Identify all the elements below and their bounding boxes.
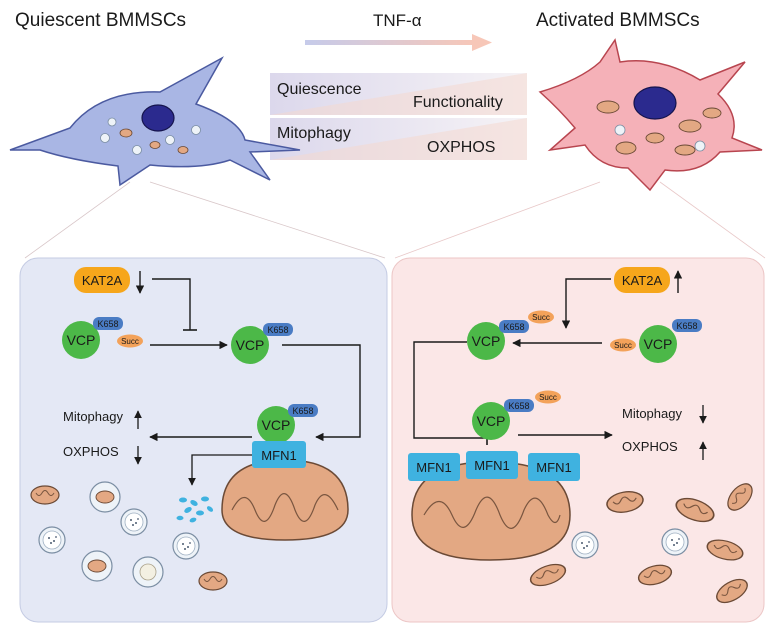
k658-tag-right-1 xyxy=(499,320,529,333)
mfn1-box-right-b xyxy=(466,451,518,479)
mitochondrion-left xyxy=(221,459,349,541)
mfn1-label-right-a: MFN1 xyxy=(416,460,451,475)
vcp-label-right-2: VCP xyxy=(644,336,673,352)
k658-label-right-2: K658 xyxy=(676,321,697,331)
k658-label-left-2: K658 xyxy=(267,325,288,335)
mitophagy-out-right: Mitophagy xyxy=(622,406,682,421)
oxphos-label: OXPHOS xyxy=(427,139,495,156)
k658-label-right-3: K658 xyxy=(508,401,529,411)
kat2a-label-left: KAT2A xyxy=(82,273,123,288)
mitophagy-out-left: Mitophagy xyxy=(63,409,123,424)
mfn1-label-right-c: MFN1 xyxy=(536,460,571,475)
oxphos-out-left: OXPHOS xyxy=(63,444,119,459)
vcp-label-right-1: VCP xyxy=(472,333,501,349)
kat2a-label-right: KAT2A xyxy=(622,273,663,288)
quiescent-nucleus xyxy=(141,104,175,132)
vcp-node-left-3 xyxy=(257,406,295,444)
stimulus-label: TNF-α xyxy=(373,11,422,30)
oxphos-out-right: OXPHOS xyxy=(622,439,678,454)
vcp-node-right-3 xyxy=(472,402,510,440)
vcp-inhibition-right xyxy=(413,341,487,439)
k658-label-left-3: K658 xyxy=(292,406,313,416)
k658-tag-left-1 xyxy=(93,317,123,330)
succ-label-right-2: Succ xyxy=(614,341,632,350)
activated-title: Activated BMMSCs xyxy=(536,10,700,31)
vcp-label-left-1: VCP xyxy=(67,332,96,348)
k658-tag-left-3 xyxy=(288,404,318,417)
mitophagy-label: Mitophagy xyxy=(277,125,351,142)
vcp-node-right-1 xyxy=(467,322,505,360)
succ-tag-right-1 xyxy=(528,310,554,324)
k658-tag-right-2 xyxy=(672,319,702,332)
kat2a-inhibition-left xyxy=(152,278,191,330)
k658-tag-left-2 xyxy=(263,323,293,336)
mfn1-label-right-b: MFN1 xyxy=(474,458,509,473)
succ-label-right-1: Succ xyxy=(532,313,550,322)
kat2a-box-right xyxy=(614,267,670,293)
vcp-node-left-2 xyxy=(231,326,269,364)
mfn1-box-right-c xyxy=(528,453,580,481)
mitochondrion-right xyxy=(411,461,571,561)
succ-label-left-1: Succ xyxy=(121,337,139,346)
succ-tag-left-1 xyxy=(117,334,143,348)
succ-label-right-3: Succ xyxy=(539,393,557,402)
vcp-label-right-3: VCP xyxy=(477,413,506,429)
succ-tag-right-3 xyxy=(535,390,561,404)
quiescence-label: Quiescence xyxy=(277,81,362,98)
stimulus-arrow xyxy=(305,34,492,51)
vcp-label-left-3: VCP xyxy=(262,417,291,433)
vcp-to-mfn1-arrow-left xyxy=(282,344,361,442)
activated-cell xyxy=(538,38,763,192)
succ-tag-right-2 xyxy=(610,338,636,352)
quiescent-title: Quiescent BMMSCs xyxy=(15,10,186,31)
mitophagosomes-left xyxy=(30,481,228,591)
vcp-node-right-2 xyxy=(639,325,677,363)
mfn1-label-left: MFN1 xyxy=(261,448,296,463)
quiescent-cell xyxy=(9,56,301,187)
k658-label-left-1: K658 xyxy=(97,319,118,329)
kat2a-promote-arrow-right xyxy=(561,278,611,329)
mfn1-box-left xyxy=(252,441,306,468)
activated-nucleus xyxy=(633,86,677,120)
k658-tag-right-3 xyxy=(504,399,534,412)
left-panel xyxy=(19,257,388,623)
k658-label-right-1: K658 xyxy=(503,322,524,332)
mito-fragments-left xyxy=(176,496,214,523)
functionality-label: Functionality xyxy=(413,94,503,111)
kat2a-box-left xyxy=(74,267,130,293)
vcp-node-left-1 xyxy=(62,321,100,359)
transition-table: Quiescence Functionality Mitophagy OXPHO… xyxy=(270,73,527,160)
right-panel xyxy=(391,257,765,623)
fragmentation-arrow-left xyxy=(188,454,252,486)
vcp-label-left-2: VCP xyxy=(236,337,265,353)
mfn1-box-right-a xyxy=(408,453,460,481)
